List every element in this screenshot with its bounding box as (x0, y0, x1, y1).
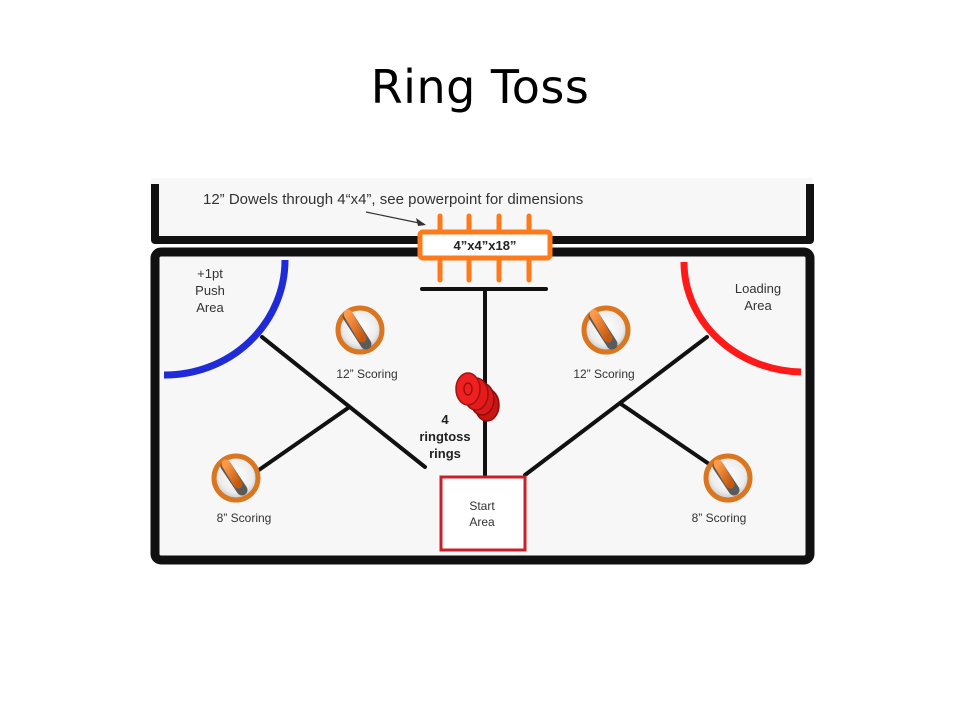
rings-label-line1: 4 (441, 412, 449, 427)
push-area-line1: +1pt (197, 266, 223, 281)
beam-box (417, 229, 553, 261)
start-area-box (439, 475, 527, 552)
ring-1-hole (463, 382, 473, 396)
ring-1 (455, 372, 481, 406)
loading-area-line1: Loading (735, 281, 781, 296)
rings-label-line2: ringtoss (419, 429, 470, 444)
scoring-8-right-label: 8” Scoring (692, 511, 747, 525)
note-arrow-line (365, 211, 425, 225)
beam-assembly: 4”x4”x18” (417, 213, 553, 283)
peg-12-left-dowel (343, 309, 367, 343)
push-area-arc (163, 259, 289, 379)
loading-area-line2: Area (744, 298, 772, 313)
peg-8-left (211, 453, 261, 503)
peg-12-right-dowel (589, 309, 613, 343)
slide-title: Ring Toss (370, 60, 590, 114)
peg-8-left-dowel (221, 459, 243, 489)
note-arrow-head (416, 218, 426, 226)
scoring-12-right-label: 12” Scoring (573, 367, 634, 381)
field-lines (254, 287, 714, 478)
push-area-line2: Push (195, 283, 225, 298)
beam-label: 4”x4”x18” (454, 238, 517, 253)
push-area-line3: Area (196, 300, 224, 315)
peg-12-left (335, 305, 385, 355)
start-area-line2: Area (469, 515, 495, 529)
line-right-diagonal (523, 335, 709, 477)
top-strip: 12” Dowels through 4“x4”, see powerpoint… (151, 178, 814, 244)
peg-12-right (581, 305, 631, 355)
scoring-8-left-label: 8” Scoring (217, 511, 272, 525)
loading-area-arc (680, 261, 802, 376)
peg-8-right-dowel (713, 459, 735, 489)
line-right-branch (619, 402, 714, 468)
line-left-diagonal (260, 335, 427, 469)
top-note: 12” Dowels through 4“x4”, see powerpoint… (203, 191, 583, 208)
peg-8-right (703, 453, 753, 503)
start-area-line1: Start (469, 499, 495, 513)
rings-label-line3: rings (429, 446, 461, 461)
line-left-branch (254, 406, 350, 474)
rings-stack (455, 372, 500, 422)
scoring-12-left-label: 12” Scoring (336, 367, 397, 381)
